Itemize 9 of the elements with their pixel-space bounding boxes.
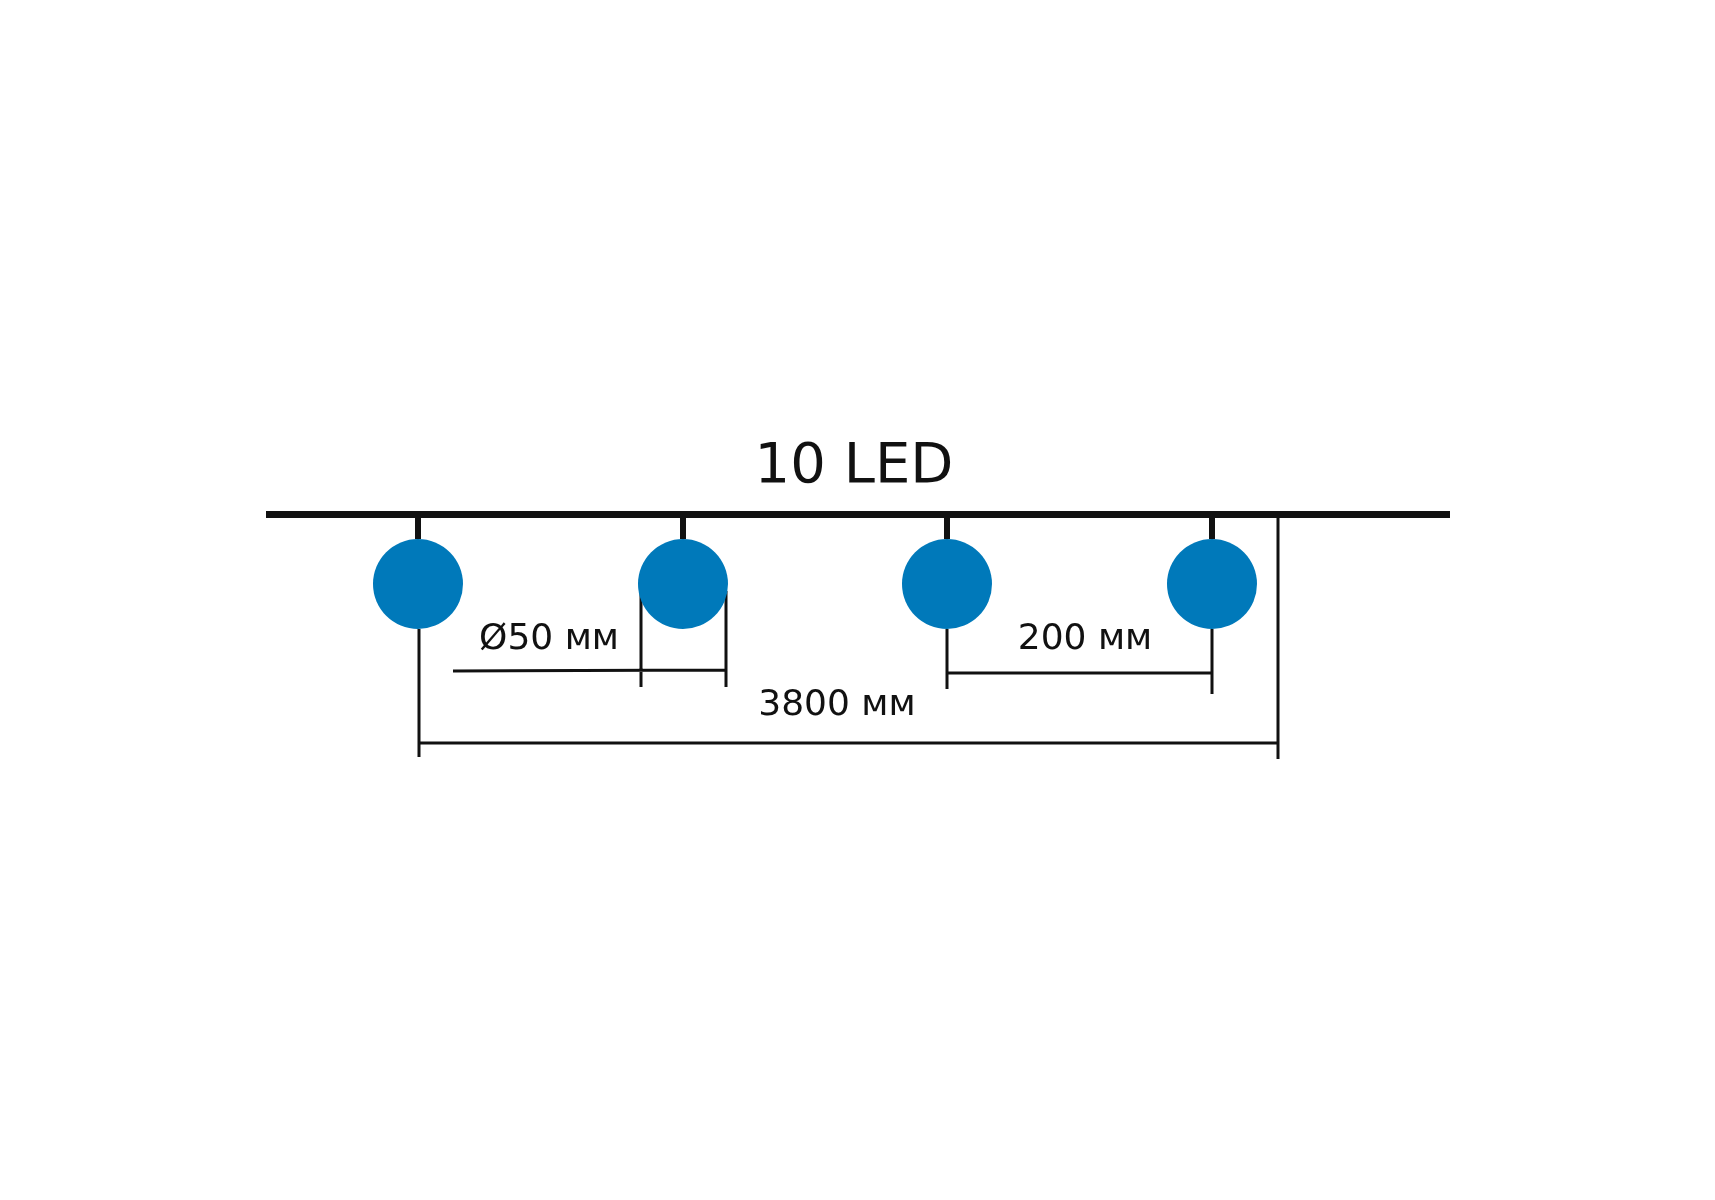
- hanging-wire: [1209, 518, 1215, 539]
- dimension-label: 200 мм: [1017, 619, 1153, 655]
- dimension-label: Ø50 мм: [479, 619, 619, 655]
- title: 10 LED: [754, 435, 954, 491]
- hanging-wire: [944, 518, 950, 539]
- hanging-wire: [415, 518, 421, 539]
- hanging-wire: [680, 518, 686, 539]
- dimension-label: 3800 мм: [758, 685, 916, 721]
- cable-wire: [266, 511, 1450, 518]
